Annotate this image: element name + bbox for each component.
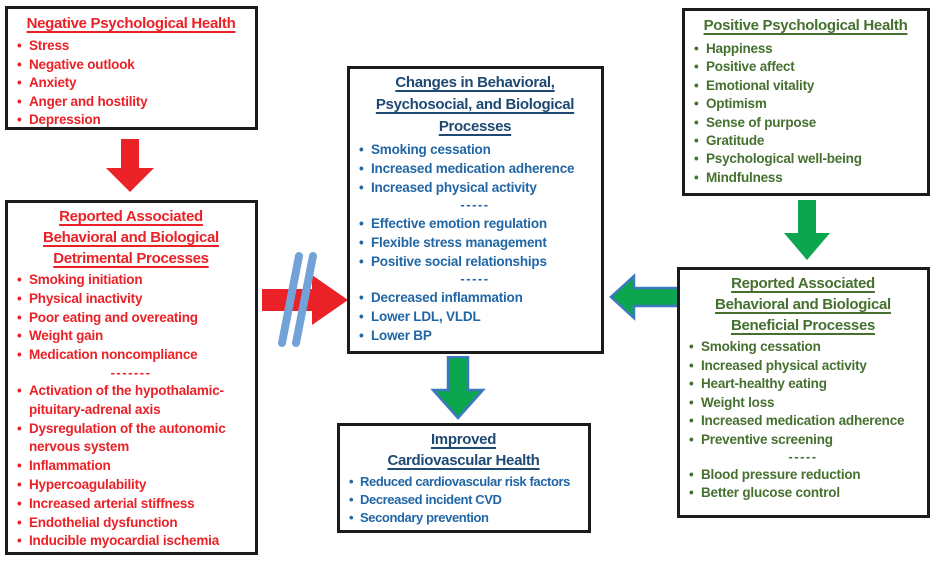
list-item: Reduced cardiovascular risk factors (348, 473, 579, 491)
bullet-list: Blood pressure reduction Better glucose … (688, 466, 918, 503)
list-item: Increased medication adherence (688, 412, 918, 431)
list-item: Flexible stress management (358, 233, 592, 252)
list-item: Sense of purpose (693, 114, 918, 133)
bullet-list: Smoking cessation Increased medication a… (358, 140, 592, 197)
separator: ----- (788, 448, 818, 464)
list-item: Anger and hostility (16, 93, 246, 112)
list-item: Weight gain (16, 327, 246, 346)
box-title: Negative Psychological Health (26, 15, 236, 32)
list-item: Increased arterial stiffness (16, 495, 246, 514)
list-item: Endothelial dysfunction (16, 514, 246, 533)
box-title: Reported Associated Behavioral and Biolo… (43, 208, 219, 267)
list-item: Positive affect (693, 58, 918, 77)
bullet-list: Activation of the hypothalamic-pituitary… (16, 382, 246, 551)
list-item: Lower LDL, VLDL (358, 307, 592, 326)
bullet-list: Effective emotion regulation Flexible st… (358, 214, 592, 271)
improved-cardiovascular-health-box: Improved Cardiovascular Health Reduced c… (337, 423, 591, 533)
list-item: Better glucose control (688, 484, 918, 503)
green-down-arrow (430, 356, 486, 420)
list-item: Heart-healthy eating (688, 375, 918, 394)
list-item: Blood pressure reduction (688, 466, 918, 485)
box-title: Reported Associated Behavioral and Biolo… (715, 275, 891, 334)
beneficial-processes-box: Reported Associated Behavioral and Biolo… (677, 267, 930, 518)
negative-psych-health-box: Negative Psychological Health Stress Neg… (5, 6, 258, 130)
list-item: Physical inactivity (16, 290, 246, 309)
list-item: Weight loss (688, 394, 918, 413)
list-item: Happiness (693, 40, 918, 59)
separator: ------- (110, 364, 152, 380)
bullet-list: Stress Negative outlook Anxiety Anger an… (16, 37, 246, 130)
bullet-list: Happiness Positive affect Emotional vita… (693, 40, 918, 188)
blocked-red-right-arrow (262, 252, 348, 347)
bullet-list: Reduced cardiovascular risk factors Decr… (348, 473, 579, 527)
bullet-list: Smoking initiation Physical inactivity P… (16, 271, 246, 365)
list-item: Medication noncompliance (16, 346, 246, 365)
detrimental-processes-box: Reported Associated Behavioral and Biolo… (5, 200, 258, 555)
separator: ----- (460, 271, 490, 286)
list-item: Smoking cessation (688, 338, 918, 357)
list-item: Increased physical activity (688, 357, 918, 376)
box-title: Improved Cardiovascular Health (387, 431, 540, 469)
blocked-slash-icon (292, 252, 317, 347)
list-item: Stress (16, 37, 246, 56)
separator: ----- (460, 197, 490, 212)
list-item: Negative outlook (16, 56, 246, 75)
list-item: Mindfulness (693, 169, 918, 188)
list-item: Decreased incident CVD (348, 491, 579, 509)
list-item: Gratitude (693, 132, 918, 151)
red-down-arrow (106, 139, 154, 192)
list-item: Increased physical activity (358, 178, 592, 197)
bullet-list: Smoking cessation Increased physical act… (688, 338, 918, 450)
list-item: Depression (16, 111, 246, 130)
list-item: Lower BP (358, 326, 592, 345)
list-item: Preventive screening (688, 431, 918, 450)
list-item: Anxiety (16, 74, 246, 93)
list-item: Smoking initiation (16, 271, 246, 290)
list-item: Emotional vitality (693, 77, 918, 96)
blocked-slash-icon (278, 252, 303, 347)
list-item: Effective emotion regulation (358, 214, 592, 233)
list-item: Poor eating and overeating (16, 309, 246, 328)
green-left-arrow (609, 273, 680, 321)
list-item: Dysregulation of the autonomic nervous s… (16, 420, 246, 458)
green-down-arrow (784, 200, 830, 260)
box-title: Changes in Behavioral, Psychosocial, and… (375, 74, 575, 135)
list-item: Smoking cessation (358, 140, 592, 159)
changes-processes-box: Changes in Behavioral, Psychosocial, and… (347, 66, 604, 354)
list-item: Secondary prevention (348, 509, 579, 527)
box-title: Positive Psychological Health (703, 17, 908, 34)
list-item: Hypercoagulability (16, 476, 246, 495)
list-item: Positive social relationships (358, 252, 592, 271)
list-item: Activation of the hypothalamic-pituitary… (16, 382, 246, 420)
list-item: Inducible myocardial ischemia (16, 532, 246, 551)
list-item: Increased medication adherence (358, 159, 592, 178)
list-item: Optimism (693, 95, 918, 114)
list-item: Inflammation (16, 457, 246, 476)
bullet-list: Decreased inflammation Lower LDL, VLDL L… (358, 288, 592, 345)
list-item: Decreased inflammation (358, 288, 592, 307)
positive-psych-health-box: Positive Psychological Health Happiness … (682, 8, 930, 196)
list-item: Psychological well-being (693, 150, 918, 169)
